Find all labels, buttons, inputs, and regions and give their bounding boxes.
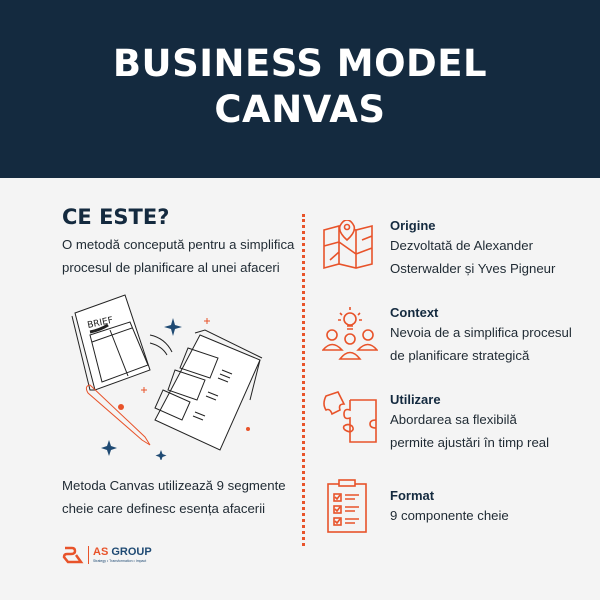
logo-brand: AS GROUP [93,547,152,558]
as-group-logo: AS GROUP Strategy • Transformation • Imp… [62,546,152,564]
item-line: Nevoia de a simplifica procesul [390,325,572,340]
item-line: Osterwalder și Yves Pigneur [390,261,556,276]
logo-tagline: Strategy • Transformation • Impact [93,559,147,563]
item-utilizare: Utilizare Abordarea sa flexibilă permite … [390,392,549,454]
section-heading: CE ESTE? [62,205,170,229]
dotted-divider [302,214,305,546]
item-context: Context Nevoia de a simplifica procesul d… [390,305,572,367]
sparkle-icon [155,450,167,460]
sparkle-icon [101,440,117,456]
intro-line-2: procesul de planificare al unei afaceri [62,260,280,275]
item-format: Format 9 componente cheie [390,488,509,527]
item-line: Dezvoltată de Alexander [390,238,533,253]
title-line-1: BUSINESS MODEL [112,42,488,85]
outro-line-2: cheie care definesc esența afacerii [62,501,266,516]
item-title: Origine [390,218,436,233]
intro-line-1: O metodă concepută pentru a simplifica [62,237,295,252]
item-line: permite ajustări în timp real [390,435,550,450]
team-idea-icon [322,307,378,360]
puzzle-icon [323,391,377,443]
item-title: Format [390,488,435,503]
logo-group: GROUP [111,546,152,558]
item-title: Context [390,305,439,320]
item-description: 9 componente cheie [390,504,509,527]
checklist-icon [327,479,367,533]
item-title: Utilizare [390,392,441,407]
logo-divider [88,546,89,564]
item-description: Nevoia de a simplifica procesul de planif… [390,321,572,367]
item-line: Abordarea sa flexibilă [390,412,517,427]
intro-text: O metodă concepută pentru a simplifica p… [62,233,294,279]
item-description: Abordarea sa flexibilă permite ajustări î… [390,408,549,454]
item-line: 9 componente cheie [390,508,509,523]
title-line-2: CANVAS [214,88,386,131]
item-line: de planificare strategică [390,348,530,363]
logo-as: AS [93,546,109,558]
outro-text: Metoda Canvas utilizează 9 segmente chei… [62,474,286,520]
logo-mark-icon [62,546,84,564]
sparkle-icon [164,318,182,336]
map-pin-icon [323,220,373,270]
outro-line-1: Metoda Canvas utilizează 9 segmente [62,478,286,493]
documents-illustration: BRIEF [71,294,263,460]
